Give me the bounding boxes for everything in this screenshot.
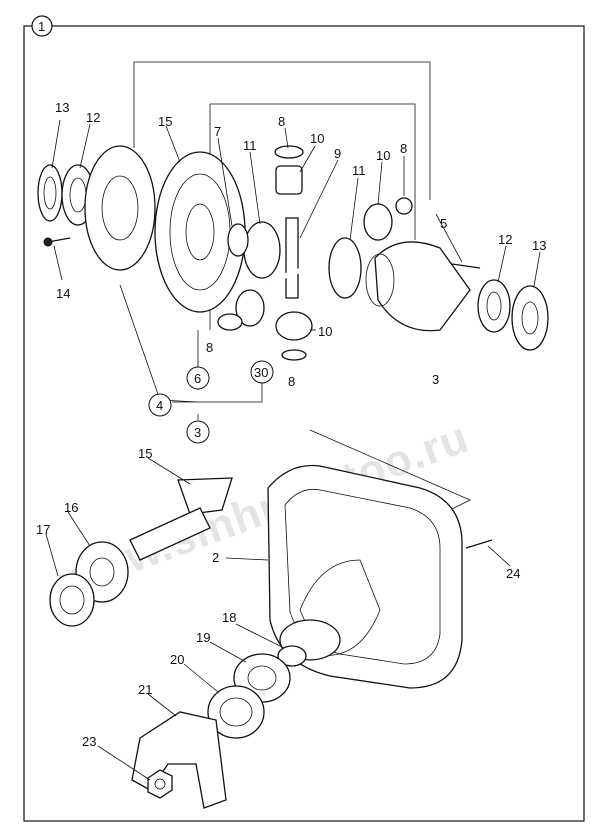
figure-number: 1	[38, 19, 45, 34]
breather-24	[465, 539, 493, 549]
label-10-top: 10	[310, 131, 324, 146]
leader-30	[172, 378, 263, 403]
label-12-right: 12	[498, 232, 512, 247]
leader-lines	[45, 119, 541, 781]
bearing-13-right	[511, 285, 549, 351]
label-30: 30	[254, 365, 268, 380]
label-2: 2	[212, 550, 219, 565]
thrust-washer-7	[227, 223, 249, 257]
pinion-lower-left	[217, 289, 265, 331]
label-3-right: 3	[432, 372, 439, 387]
callout-30-circle	[250, 360, 274, 384]
frame-border	[23, 25, 585, 822]
bolt-14	[43, 237, 71, 247]
label-23: 23	[82, 734, 96, 749]
label-21: 21	[138, 682, 152, 697]
label-10-right: 10	[376, 148, 390, 163]
label-20: 20	[170, 652, 184, 667]
pinion-10-top	[274, 145, 304, 195]
label-3-circle: 3	[194, 425, 201, 440]
axle-housing-2	[267, 464, 463, 689]
pinion-10-bottom	[275, 311, 313, 361]
flange-yoke-21	[131, 711, 227, 809]
side-gear-11-right	[328, 237, 362, 299]
label-11-right: 11	[352, 163, 366, 178]
bearing-12-right	[477, 279, 511, 333]
bolt-5	[451, 263, 481, 269]
label-8-right: 8	[400, 141, 407, 156]
callout-3-circle	[186, 420, 210, 444]
label-17: 17	[36, 522, 50, 537]
label-8-mid: 8	[206, 340, 213, 355]
side-gear-11-left	[243, 221, 281, 279]
pinion-10-right	[363, 197, 413, 241]
diff-case-right-5	[365, 241, 471, 332]
nut-23	[147, 769, 173, 799]
bearing-18	[277, 645, 307, 667]
label-13-right: 13	[532, 238, 546, 253]
bearing-13-left	[37, 164, 63, 222]
label-13-left: 13	[55, 100, 69, 115]
label-9: 9	[334, 146, 341, 161]
crown-wheel-15	[154, 151, 246, 313]
label-4: 4	[156, 398, 163, 413]
figure-number-circle	[31, 15, 53, 37]
label-11-left: 11	[243, 138, 257, 153]
callout-6-circle	[186, 366, 210, 390]
label-15-bottom: 15	[138, 446, 152, 461]
ring-17	[49, 573, 95, 627]
label-24: 24	[506, 566, 520, 581]
label-19: 19	[196, 630, 210, 645]
label-8-bottom: 8	[288, 374, 295, 389]
cross-shaft-9	[267, 217, 341, 299]
seal-20	[207, 685, 265, 739]
label-6: 6	[194, 371, 201, 386]
label-18: 18	[222, 610, 236, 625]
callout-4-circle	[148, 393, 172, 417]
label-10-bottom: 10	[318, 324, 332, 339]
drive-pinion-15	[129, 477, 233, 561]
label-15-top: 15	[158, 114, 172, 129]
label-8-top: 8	[278, 114, 285, 129]
diff-case-flange	[84, 145, 156, 271]
bracket-outer	[133, 61, 431, 200]
label-5: 5	[440, 216, 447, 231]
label-7: 7	[214, 124, 221, 139]
label-14: 14	[56, 286, 70, 301]
label-16: 16	[64, 500, 78, 515]
label-12-left: 12	[86, 110, 100, 125]
bracket-inner	[210, 103, 416, 240]
